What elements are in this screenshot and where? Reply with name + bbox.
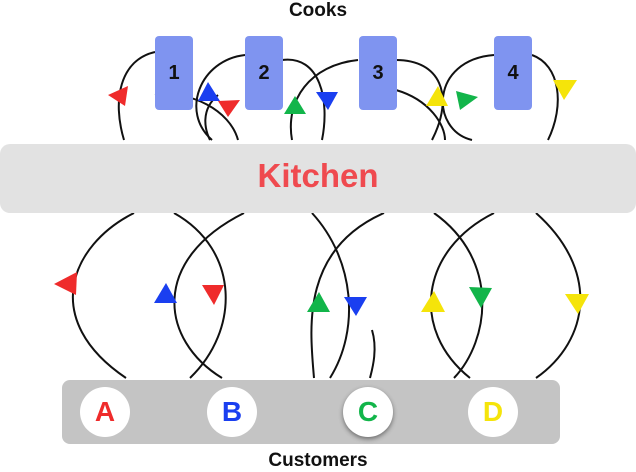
- arrow-yellow: [426, 86, 448, 106]
- arrow-blue: [198, 82, 220, 101]
- cook-label: 2: [258, 61, 270, 84]
- cook-1-box: 1: [155, 36, 193, 110]
- cook-label: 1: [168, 61, 180, 84]
- customer-d-node: D: [468, 387, 518, 437]
- arrow-red: [108, 86, 128, 106]
- loop-path: [204, 94, 219, 141]
- arrow-green: [469, 287, 492, 308]
- loop-path: [395, 89, 446, 141]
- loop-path: [281, 58, 326, 141]
- link-path: [310, 212, 385, 379]
- link-path: [369, 329, 376, 379]
- loop-path: [195, 54, 246, 141]
- arrow-red: [54, 272, 77, 295]
- customer-c-node: C: [343, 387, 393, 437]
- arrow-yellow: [553, 80, 577, 100]
- loop-path: [531, 54, 559, 141]
- cook-label: 3: [372, 61, 384, 84]
- customer-label: C: [357, 396, 379, 427]
- customer-a-node: A: [80, 387, 130, 437]
- arrow-green: [307, 292, 330, 312]
- loop-path: [441, 54, 495, 141]
- link-path: [311, 212, 351, 379]
- arrow-yellow: [565, 294, 589, 314]
- cook-4-box: 4: [494, 36, 532, 110]
- arrow-red: [202, 285, 224, 305]
- arrow-blue: [344, 297, 367, 316]
- customer-label: A: [94, 396, 116, 427]
- cooks-label: Cooks: [288, 0, 348, 21]
- customer-label: B: [221, 396, 243, 427]
- kitchen-label: Kitchen: [257, 157, 379, 194]
- link-path: [72, 212, 135, 379]
- link-path: [429, 212, 495, 379]
- arrow-blue: [154, 283, 177, 303]
- customers-label: Customers: [268, 450, 368, 471]
- loop-path: [395, 59, 444, 141]
- arrow-red: [218, 100, 240, 117]
- kitchen-band: [0, 144, 636, 213]
- arrow-yellow: [421, 291, 445, 312]
- cook-label: 4: [507, 61, 519, 84]
- customer-b-node: B: [207, 387, 257, 437]
- arrow-green: [456, 91, 478, 110]
- loop-path: [117, 51, 156, 141]
- link-path: [173, 212, 227, 379]
- arrow-green: [284, 96, 306, 114]
- cook-2-box: 2: [245, 36, 283, 110]
- customer-label: D: [482, 396, 504, 427]
- arrow-blue: [316, 92, 338, 110]
- cook-3-box: 3: [359, 36, 397, 110]
- loop-path: [289, 59, 359, 141]
